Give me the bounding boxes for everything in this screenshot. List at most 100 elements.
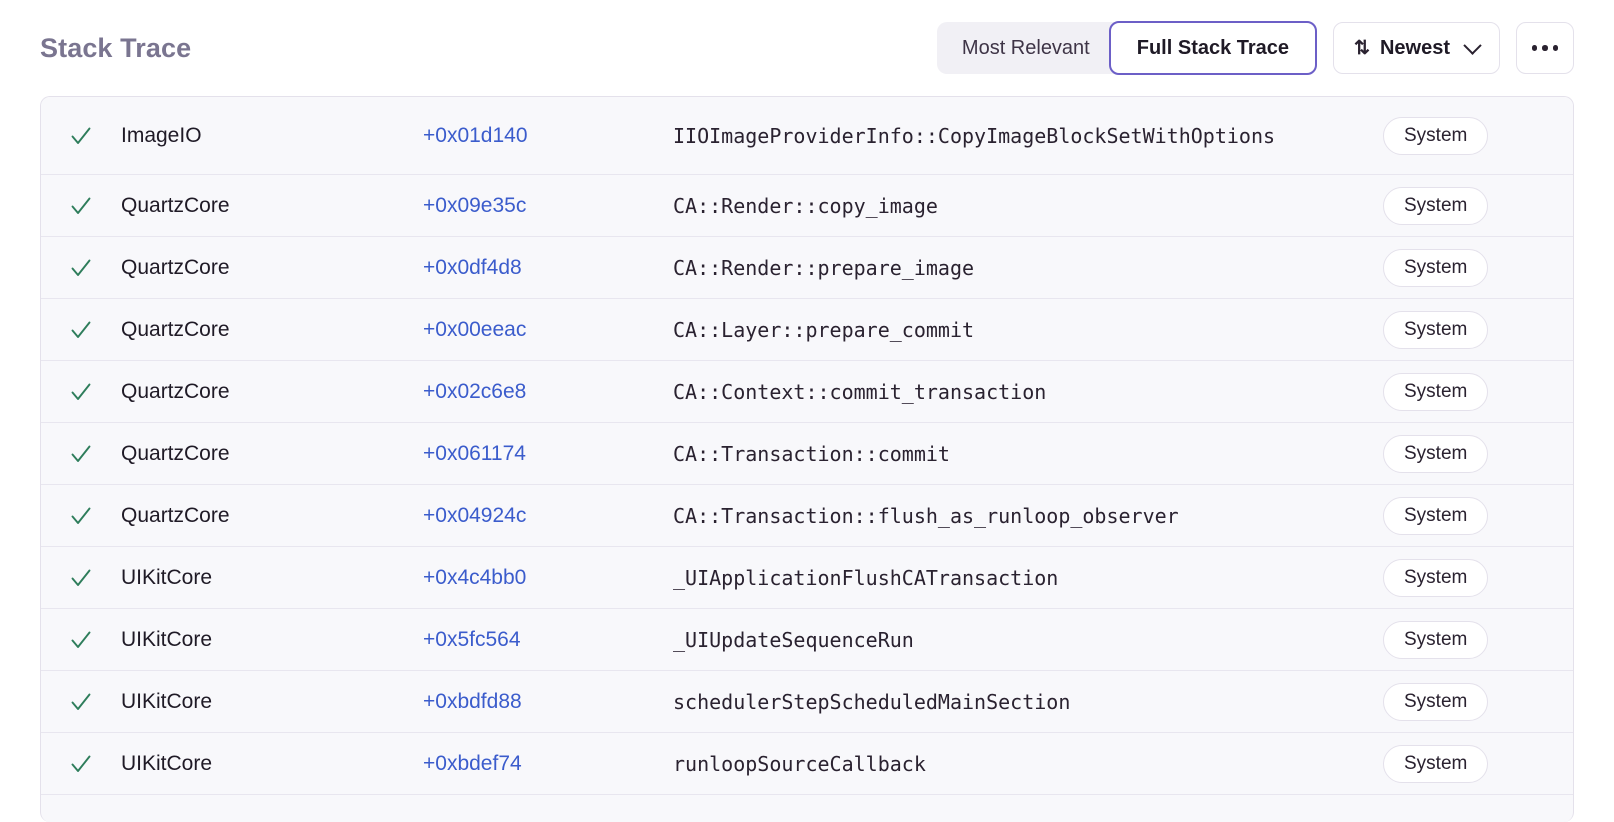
frame-badge-cell: System: [1383, 248, 1533, 287]
ellipsis-icon: [1552, 45, 1559, 51]
table-row[interactable]: QuartzCore +0x04924c CA::Transaction::flus…: [41, 485, 1573, 547]
ellipsis-icon: [1542, 45, 1548, 51]
check-icon: [71, 321, 91, 338]
frame-address-link[interactable]: +0x0df4d8: [423, 255, 522, 279]
frame-package: UIKitCore: [121, 627, 213, 651]
frame-status: [63, 752, 121, 776]
frame-badge-cell: System: [1383, 682, 1533, 721]
panel-header: Stack Trace Most Relevant Full Stack Tra…: [40, 0, 1574, 96]
frame-badge-cell: System: [1383, 744, 1533, 783]
frame-function-name: _UIUpdateSequenceRun: [673, 627, 914, 652]
frame-package: UIKitCore: [121, 565, 213, 589]
frame-badge-cell: System: [1383, 116, 1533, 155]
frame-package: QuartzCore: [121, 317, 230, 341]
frame-function-name: CA::Render::prepare_image: [673, 255, 975, 280]
status-badge: System: [1383, 434, 1489, 473]
frame-address-link[interactable]: +0x01d140: [423, 123, 528, 147]
frame-badge-cell: System: [1383, 310, 1533, 349]
tab-most-relevant[interactable]: Most Relevant: [936, 22, 1119, 74]
frame-address-link[interactable]: +0x5fc564: [423, 627, 521, 651]
check-icon: [71, 259, 91, 276]
frame-status: [63, 318, 121, 342]
stack-frame-list[interactable]: ImageIO +0x01d140 IIOImageProviderInfo::Co…: [40, 96, 1574, 822]
frame-function-name: runloopSourceCallback: [673, 751, 926, 776]
frame-package: UIKitCore: [121, 751, 213, 775]
check-icon: [71, 197, 91, 214]
tab-full-stack-trace[interactable]: Full Stack Trace: [1108, 21, 1318, 75]
frame-package: QuartzCore: [121, 255, 230, 279]
frame-status: [63, 256, 121, 280]
check-icon: [71, 569, 91, 586]
table-row[interactable]: QuartzCore +0x02c6e8 CA::Context::commit_t…: [41, 361, 1573, 423]
frame-status: [63, 442, 121, 466]
frame-address-link[interactable]: +0x04924c: [423, 503, 527, 527]
check-icon: [71, 383, 91, 400]
frame-package: QuartzCore: [121, 441, 230, 465]
sort-label: Newest: [1379, 36, 1450, 59]
table-row[interactable]: ImageIO +0x01d140 IIOImageProviderInfo::Co…: [41, 97, 1573, 175]
frame-badge-cell: System: [1383, 434, 1533, 473]
table-row[interactable]: QuartzCore +0x061174 CA::Transaction::comm…: [41, 423, 1573, 485]
frame-status: [63, 628, 121, 652]
frame-address-link[interactable]: +0x061174: [423, 441, 526, 465]
check-icon: [71, 127, 91, 144]
frame-badge-cell: System: [1383, 372, 1533, 411]
table-row[interactable]: UIKitCore +0x5fc564 _UIUpdateSequenceRun Sy…: [41, 609, 1573, 671]
frame-status: [63, 380, 121, 404]
frame-badge-cell: System: [1383, 186, 1533, 225]
frame-address-link[interactable]: +0xbdef74: [423, 751, 522, 775]
frame-function-name: schedulerStepScheduledMainSection: [673, 689, 1071, 714]
header-controls: Most Relevant Full Stack Trace ⇅ Newest: [936, 21, 1574, 75]
frame-badge-cell: System: [1383, 620, 1533, 659]
status-badge: System: [1383, 744, 1489, 783]
check-icon: [71, 755, 91, 772]
frame-function-name: IIOImageProviderInfo::CopyImageBlockSetW…: [673, 123, 1276, 148]
frame-address-link[interactable]: +0x00eeac: [423, 317, 527, 341]
table-row[interactable]: QuartzCore +0x0df4d8 CA::Render::prepare_i…: [41, 237, 1573, 299]
ellipsis-icon: [1531, 45, 1538, 51]
table-row[interactable]: UIKitCore +0xbdfd88 schedulerStepScheduled…: [41, 671, 1573, 733]
page-title: Stack Trace: [40, 32, 192, 63]
frame-function-name: _UIApplicationFlushCATransaction: [673, 565, 1059, 590]
overflow-menu-button[interactable]: [1516, 22, 1574, 74]
frame-badge-cell: System: [1383, 558, 1533, 597]
chevron-down-icon: [1463, 35, 1482, 55]
status-badge: System: [1383, 620, 1489, 659]
table-row[interactable]: UIKitCore +0xbdef74 runloopSourceCallback S…: [41, 733, 1573, 795]
status-badge: System: [1383, 496, 1489, 535]
sort-button[interactable]: ⇅ Newest: [1333, 22, 1500, 74]
status-badge: System: [1383, 558, 1489, 597]
check-icon: [71, 445, 91, 462]
status-badge: System: [1383, 372, 1489, 411]
frame-function-name: CA::Transaction::commit: [673, 441, 950, 466]
frame-address-link[interactable]: +0x4c4bb0: [423, 565, 527, 589]
check-icon: [71, 693, 91, 710]
frame-package: UIKitCore: [121, 689, 213, 713]
frame-status: [63, 124, 121, 148]
status-badge: System: [1383, 248, 1489, 287]
frame-status: [63, 504, 121, 528]
status-badge: System: [1383, 682, 1489, 721]
frame-address-link[interactable]: +0x09e35c: [423, 193, 527, 217]
status-badge: System: [1383, 186, 1489, 225]
frame-package: ImageIO: [121, 123, 202, 147]
frame-package: QuartzCore: [121, 379, 230, 403]
frame-badge-cell: System: [1383, 496, 1533, 535]
stack-trace-mode-segmented-control: Most Relevant Full Stack Trace: [936, 21, 1318, 75]
status-badge: System: [1383, 116, 1489, 155]
sort-arrows-icon: ⇅: [1354, 37, 1370, 59]
frame-function-name: CA::Context::commit_transaction: [673, 379, 1047, 404]
table-row[interactable]: UIKitCore +0x4c4bb0 _UIApplicationFlushCAT…: [41, 547, 1573, 609]
frame-address-link[interactable]: +0x02c6e8: [423, 379, 527, 403]
frame-package: QuartzCore: [121, 503, 230, 527]
frame-address-link[interactable]: +0xbdfd88: [423, 689, 522, 713]
frame-function-name: CA::Render::copy_image: [673, 193, 938, 218]
check-icon: [71, 631, 91, 648]
frame-status: [63, 690, 121, 714]
frame-function-name: CA::Transaction::flush_as_runloop_observ…: [673, 503, 1179, 528]
check-icon: [71, 507, 91, 524]
frame-status: [63, 194, 121, 218]
